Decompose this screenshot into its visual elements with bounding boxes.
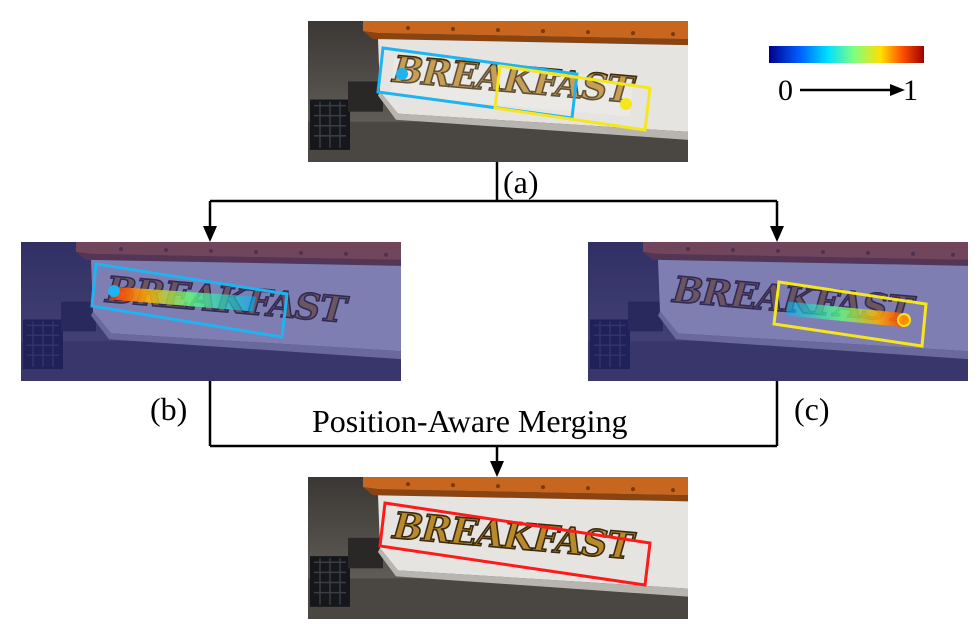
end-box-yellow-c [772,280,928,348]
label-c: (c) [794,391,830,427]
arrow-to-c [770,226,784,242]
colorbar-max-label: 1 [903,74,918,107]
start-point-b [108,285,120,297]
end-box-yellow [493,64,652,132]
colorbar-arrow-head [890,84,905,96]
end-point-c [897,313,911,327]
colorbar [769,46,924,63]
split-connector [208,162,779,228]
arrow-to-result [490,461,504,477]
colorbar-legend [769,46,924,96]
start-box-cyan-b [90,262,289,339]
image-c-end-heatmap [588,242,968,381]
image-merged-result [308,477,688,619]
start-point-cyan [396,68,408,80]
merged-box-red [378,501,652,587]
merge-connector [208,381,779,462]
label-b: (b) [150,391,188,427]
end-point-yellow [620,98,632,110]
arrow-to-b [203,226,217,242]
image-a-original [308,21,688,162]
colorbar-min-label: 0 [778,74,793,107]
label-a: (a) [503,164,539,200]
image-b-start-heatmap [21,242,401,381]
merge-label: Position-Aware Merging [312,403,628,439]
